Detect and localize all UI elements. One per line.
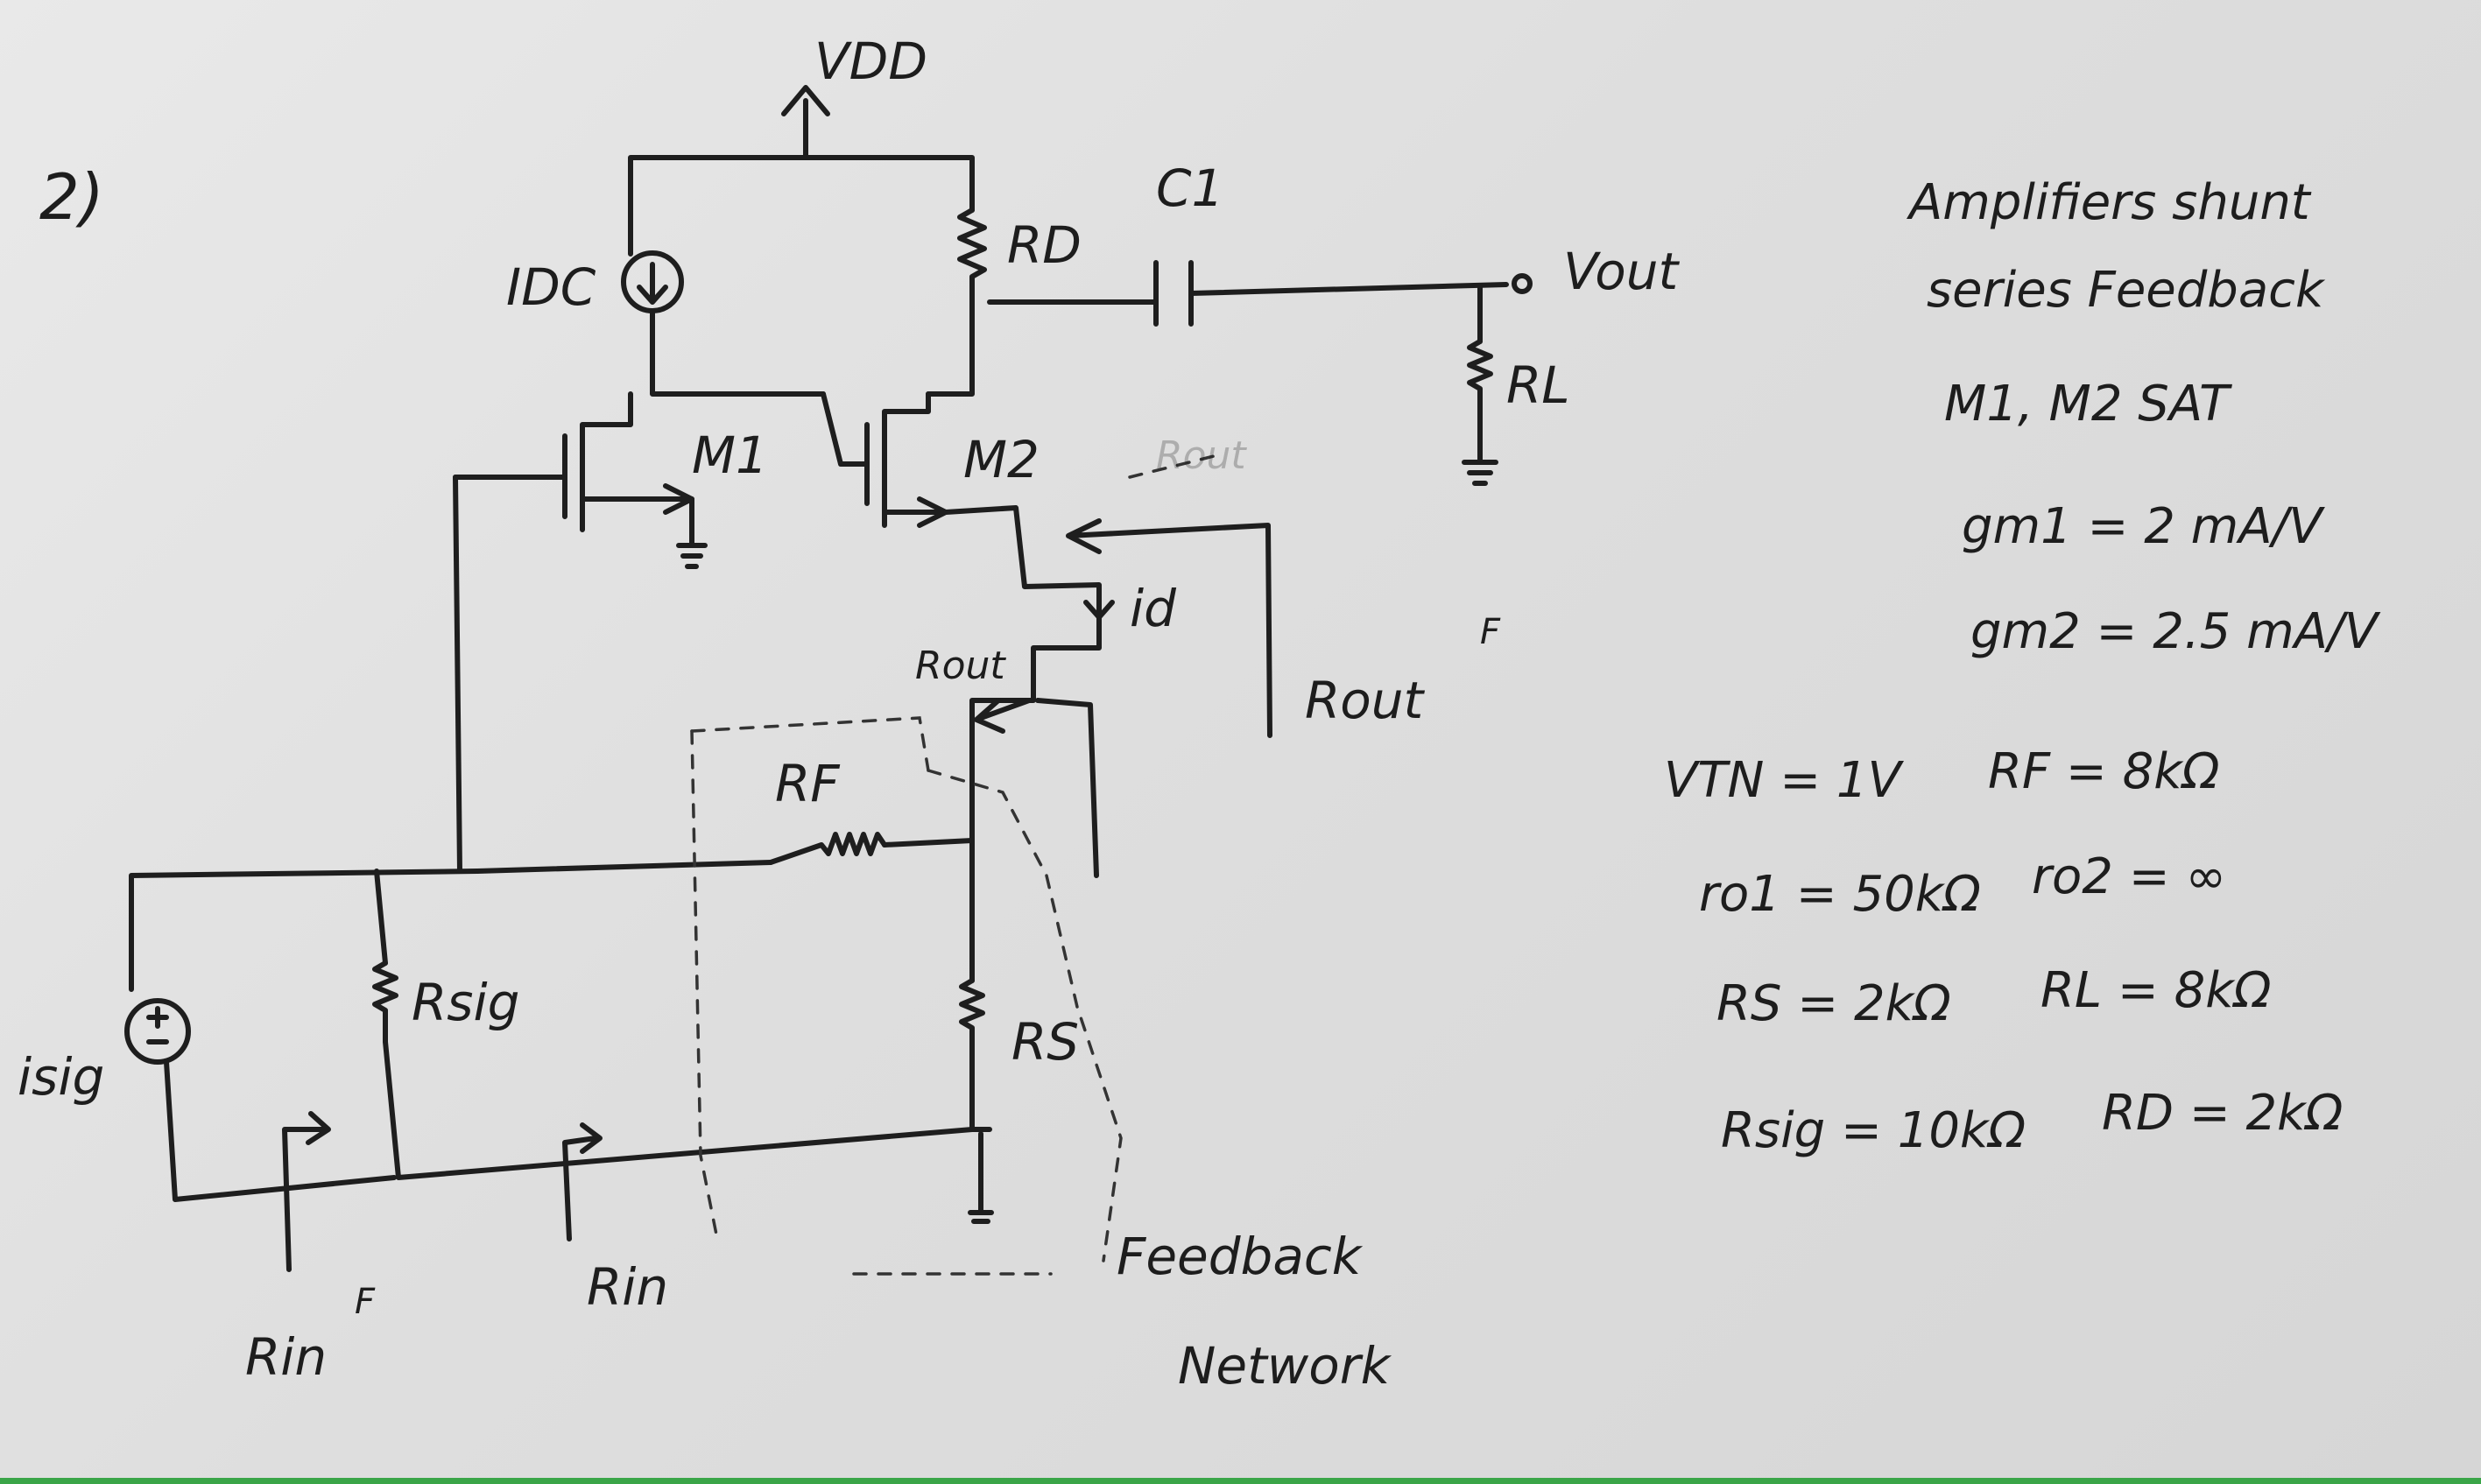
label-rs: RS: [1011, 1012, 1079, 1072]
label-rl: RL: [1506, 355, 1570, 415]
note-gm1: gm1 = 2 mA/V: [1962, 498, 2325, 555]
id-arrow-icon: [1083, 584, 1115, 620]
label-rin-f-superscript: F: [355, 1282, 376, 1322]
vout-terminal: [1512, 273, 1533, 294]
label-rin: Rin: [587, 1257, 668, 1317]
idc-arrow-icon: [637, 262, 668, 305]
vdd-rail: [628, 155, 975, 257]
note-sat: M1, M2 SAT: [1944, 376, 2232, 433]
circuit-wires: [124, 85, 1533, 1272]
isig-plus-minus-icon: [146, 1006, 169, 1044]
problem-number: 2): [39, 160, 104, 234]
note-param-left-1: VTN = 1V: [1664, 752, 1905, 809]
label-c1: C1: [1156, 158, 1223, 218]
label-m1: M1: [692, 426, 768, 485]
label-feedback-network-line2: Network: [1178, 1336, 1392, 1396]
note-param-right-1: RF = 8kΩ: [1988, 743, 2220, 800]
rl-resistor: [1467, 339, 1493, 423]
label-rf: RF: [775, 754, 841, 813]
rin-f-arrow: [282, 1111, 331, 1272]
rout-f-arrow: [1066, 518, 1272, 738]
rs-resistor: [959, 978, 985, 1062]
label-vout: Vout: [1563, 242, 1681, 301]
label-feedback-network-line1: Feedback: [1117, 1227, 1364, 1286]
label-rout-f: Rout: [1305, 671, 1426, 730]
rout-faint-arrow: [1128, 454, 1219, 479]
label-isig: isig: [18, 1047, 104, 1107]
bottom-edge-strip: [0, 1478, 2481, 1484]
note-gm2: gm2 = 2.5 mA/V: [1970, 603, 2381, 660]
label-m2: M2: [963, 430, 1040, 489]
rs-ground-icon: [968, 1131, 994, 1224]
rin-arrow: [562, 1122, 603, 1241]
note-param-right-3: RL = 8kΩ: [2040, 962, 2272, 1019]
label-idc: IDC: [506, 257, 596, 317]
isig-source-symbol: [124, 998, 191, 1065]
label-rout-f-superscript: F: [1480, 612, 1501, 652]
vdd-arrow: [781, 85, 830, 160]
label-rin-f: Rin: [245, 1327, 327, 1387]
rout-arrow: [974, 698, 1032, 734]
c1-capacitor: [1153, 260, 1194, 327]
label-rd: RD: [1007, 215, 1082, 275]
m1-ground-icon: [676, 496, 708, 569]
rl-ground-icon: [1462, 418, 1498, 486]
label-vdd: VDD: [814, 32, 927, 91]
note-param-right-4: RD = 2kΩ: [2102, 1085, 2344, 1142]
m2-transistor: [821, 391, 948, 528]
label-rout-faint: Rout: [1156, 433, 1247, 478]
m1-transistor: [453, 391, 694, 532]
rd-resistor: [957, 207, 987, 300]
note-param-left-2: ro1 = 50kΩ: [1699, 866, 1981, 923]
rf-resistor: [768, 832, 887, 865]
feedback-network-boundary: [690, 454, 1219, 1276]
note-title-line1: Amplifiers shunt: [1907, 174, 2312, 231]
label-rsig: Rsig: [412, 973, 519, 1032]
note-param-right-2: ro2 = ∞: [2032, 848, 2226, 905]
label-id: id: [1130, 579, 1177, 638]
label-rout: Rout: [915, 644, 1006, 688]
note-param-left-4: Rsig = 10kΩ: [1721, 1102, 2026, 1159]
rsig-resistor: [372, 960, 398, 1044]
note-param-left-3: RS = 2kΩ: [1716, 975, 1951, 1032]
note-title-line2: series Feedback: [1927, 262, 2326, 319]
